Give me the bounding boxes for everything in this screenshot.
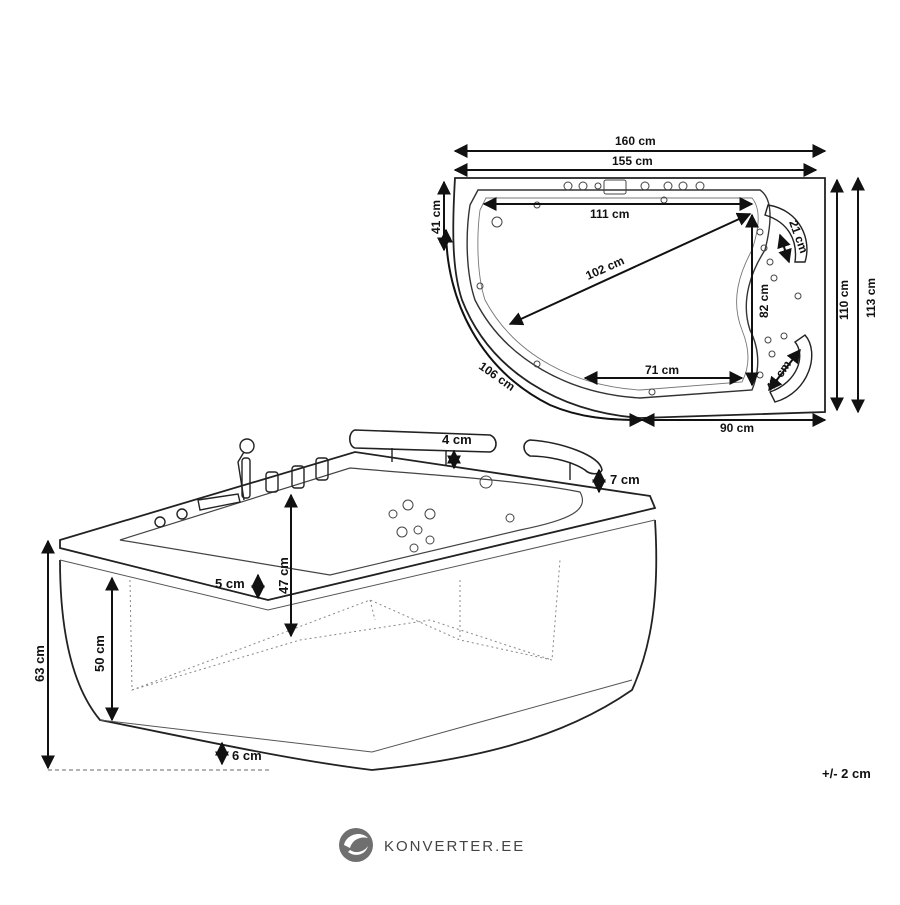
dim-47: 47 cm: [276, 557, 291, 594]
tolerance-note: +/- 2 cm: [822, 766, 871, 781]
shower-faucets: [154, 438, 329, 528]
dim-113: 113 cm: [864, 278, 878, 318]
dim-102: 102 cm: [584, 253, 627, 282]
hidden-lines: [129, 559, 561, 691]
dim-50: 50 cm: [92, 635, 107, 672]
side-view: 4 cm 7 cm 47 cm 5 cm 50 cm 63 cm 6 cm: [32, 429, 658, 771]
brand-name: KONVERTER.EE: [384, 838, 525, 855]
tub-front-panel: [59, 519, 658, 771]
dim-90: 90 cm: [720, 421, 754, 435]
side-jets: [388, 475, 515, 553]
dim-82: 82 cm: [757, 284, 771, 318]
dim-6: 6 cm: [232, 748, 262, 763]
headrest-left: [348, 429, 497, 453]
dim-111: 111 cm: [590, 207, 629, 221]
top-view-dimensions: [437, 144, 865, 427]
tub-basin-opening: [119, 467, 583, 576]
top-headrest-upper: [764, 204, 808, 263]
dim-4: 4 cm: [442, 432, 472, 447]
side-view-dimensions: [41, 449, 606, 770]
brand-logo: KONVERTER.EE: [339, 828, 525, 862]
dim-110: 110 cm: [837, 280, 851, 320]
dim-41: 41 cm: [429, 200, 443, 234]
headrest-right: [523, 439, 603, 475]
dim-160: 160 cm: [615, 134, 656, 148]
tub-rim: [59, 451, 657, 601]
dim-71: 71 cm: [645, 363, 679, 377]
top-view-basin: [466, 189, 771, 399]
top-view: 160 cm 155 cm 41 cm 111 cm 21 cm 102 cm …: [429, 134, 878, 435]
dim-155: 155 cm: [612, 154, 653, 168]
dim-21: 21 cm: [786, 218, 811, 255]
dim-63: 63 cm: [32, 645, 47, 682]
dim-7: 7 cm: [610, 472, 640, 487]
dim-5: 5 cm: [215, 576, 245, 591]
